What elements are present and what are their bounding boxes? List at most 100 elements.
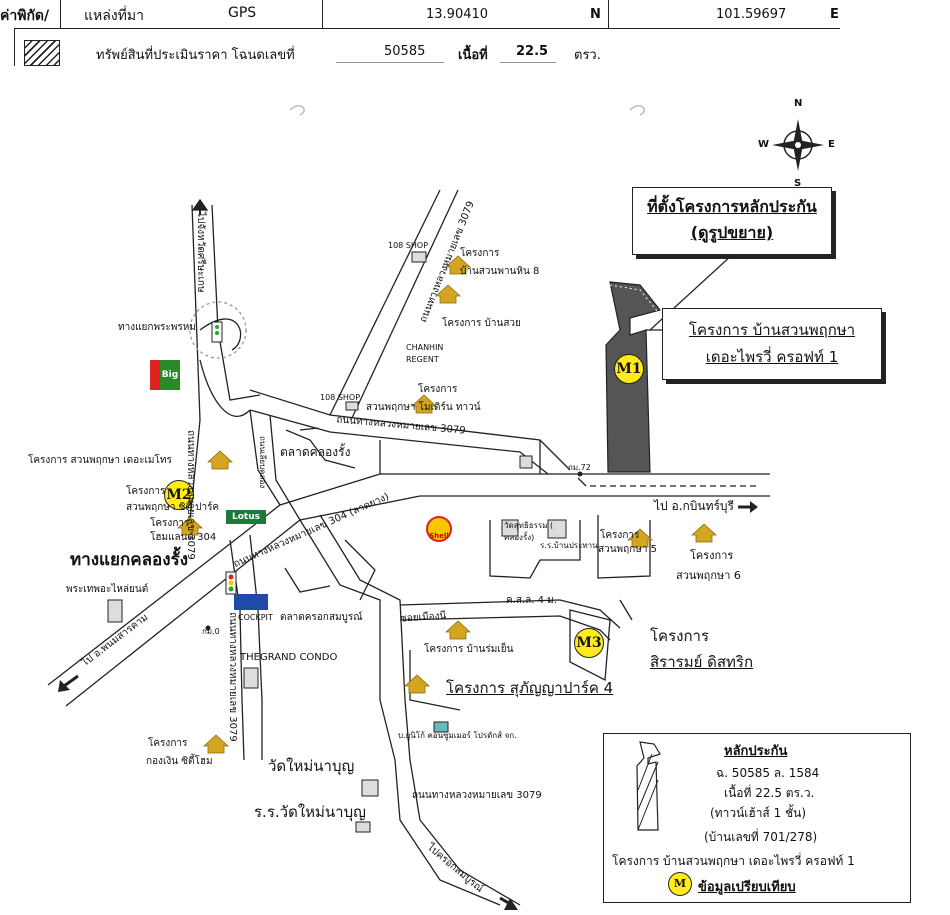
building-icon xyxy=(243,667,259,689)
legend-marker-icon: M xyxy=(668,872,692,896)
label-junction-khlongrang: ทางแยกคลองรั้ง xyxy=(70,550,188,570)
road-local xyxy=(285,429,356,469)
divider xyxy=(14,28,840,29)
divider xyxy=(322,0,323,28)
project-name-line2: เดอะไพรวี่ ครอฟท์ 1 xyxy=(705,348,839,366)
road-local xyxy=(284,567,331,593)
road-local xyxy=(619,599,633,621)
divider xyxy=(60,0,61,28)
label-road-kasamboon: ถนนทางหลวงหมายเลข 3079 xyxy=(227,612,238,742)
marker-m3: M3 xyxy=(574,628,604,658)
sirarom-block xyxy=(569,609,611,682)
field-underline xyxy=(336,62,444,63)
legend-compare: ข้อมูลเปรียบเทียบ xyxy=(698,880,796,895)
divider xyxy=(14,28,15,66)
school-icon xyxy=(355,821,371,833)
label-project: กองเงิน ซิตี้โฮม xyxy=(146,756,213,767)
legend-title: หลักประกัน xyxy=(724,744,788,759)
legend-deed: ฉ. 50585 ล. 1584 xyxy=(716,766,820,780)
road-north-108-east xyxy=(351,189,459,419)
compass-south: S xyxy=(794,178,802,189)
area-label: เนื้อที่ xyxy=(458,48,488,63)
label-school: ร.ร.บ้านประทาน xyxy=(540,541,598,550)
label-to-kabinburi: ไป อ.กบินทร์บุรี xyxy=(654,499,734,513)
km-post-icon xyxy=(577,471,583,477)
label-wat: คลองรั้ง) xyxy=(504,533,535,542)
collateral-shape-icon xyxy=(636,741,661,831)
soi-4m-south xyxy=(399,615,611,641)
label-project: โครงการ xyxy=(460,248,500,259)
label-chanhin: CHANHIN xyxy=(406,343,444,352)
temple-icon xyxy=(361,779,379,797)
project-house-icons xyxy=(176,255,718,754)
label-market-khlongrang: ตลาดคลองรั้ง xyxy=(280,445,351,459)
building-icon xyxy=(107,599,123,623)
label-project-supanya: โครงการ สุภัญญาปาร์ค 4 xyxy=(446,679,614,697)
big-c-logo: Big C xyxy=(150,360,180,410)
cockpit-icon xyxy=(234,594,268,610)
label-project: โครงการ xyxy=(150,518,190,529)
label-junction-phraphrom: ทางแยกพระพรหม xyxy=(118,322,196,333)
label-wat-mainaboon: วัดใหม่นาบุญ xyxy=(268,757,355,775)
divider xyxy=(608,0,609,28)
road-3079-upper-north xyxy=(249,389,571,471)
junction-circle xyxy=(189,301,247,359)
legend-project: โครงการ บ้านสวนพฤกษา เดอะไพรวี่ ครอฟท์ 1 xyxy=(612,854,855,868)
temple-icon xyxy=(501,519,519,537)
label-road-sriracha: ถนนทางหลวงหมายเลข 3079 xyxy=(185,430,196,560)
label-project: โครงการ xyxy=(418,384,458,395)
collateral-hatch-icon xyxy=(24,40,60,66)
km-post-icon xyxy=(205,625,211,631)
label-project: โครงการ xyxy=(600,530,640,541)
label-wat: วัดสุทธิธรรม ( xyxy=(504,521,554,530)
latitude-direction: N xyxy=(590,7,601,22)
road-sriracha-east xyxy=(211,204,261,401)
label-market-kasamboon: ตลาดครอกสมบูรณ์ xyxy=(280,612,363,623)
marker-m1: M1 xyxy=(614,354,644,384)
legend-type: (ทาวน์เฮ้าส์ 1 ชั้น) xyxy=(710,806,807,820)
road-local xyxy=(409,650,461,711)
label-school-mainaboon: ร.ร.วัดใหม่นาบุญ xyxy=(254,803,366,821)
location-callout: ที่ตั้งโครงการหลักประกัน (ดูรูปขยาย) xyxy=(632,187,832,255)
scan-artifact xyxy=(289,105,305,116)
compass-north: N xyxy=(794,98,803,109)
label-project: โฮมแลนด์ 304 xyxy=(150,532,217,543)
area-unit: ตรว. xyxy=(574,48,601,63)
road-kasamboon-east xyxy=(249,534,263,760)
longitude-direction: E xyxy=(830,7,839,22)
compass-icon xyxy=(772,119,824,171)
label-project: โครงการ บ้านสวย xyxy=(442,318,521,329)
label-soi-4m: ค.ส.ล. 4 ม. xyxy=(506,595,557,606)
block-wat xyxy=(489,520,581,579)
label-project: สวนพฤกษา โมเดิร์น ทาวน์ xyxy=(366,402,481,413)
label-project-metro: โครงการ สวนพฤกษา เดอะเมโทร xyxy=(28,455,172,466)
road-market-west xyxy=(249,409,281,506)
road-market-east xyxy=(269,414,301,521)
label-project: สวนพฤกษา ซิตี้ ปาร์ค xyxy=(126,502,220,513)
label-108-shop-north: 108 SHOP xyxy=(388,241,429,250)
label-project: สวนพฤกษา 5 xyxy=(598,544,658,555)
site-hatching xyxy=(609,284,659,321)
label-project: โครงการ xyxy=(148,738,188,749)
compass-west: W xyxy=(758,139,770,150)
shop-icon xyxy=(411,251,427,263)
road-local xyxy=(299,427,319,431)
area-value: 22.5 xyxy=(516,44,549,59)
road-loop xyxy=(199,359,251,417)
shell-logo: Shell xyxy=(426,516,452,542)
label-grand-condo: THEGRAND CONDO xyxy=(240,652,338,663)
label-project-romyen: โครงการ บ้านร่มเย็น xyxy=(424,644,514,655)
deed-number: 50585 xyxy=(384,44,426,59)
road-south-west xyxy=(299,519,501,906)
label-project: โครงการ xyxy=(690,549,734,562)
project-name-line1: โครงการ บ้านสวนพฤกษา xyxy=(688,321,856,339)
school-icon xyxy=(547,519,567,539)
road-local xyxy=(344,539,376,601)
marker-m2: M2 xyxy=(164,480,194,510)
project-callout: โครงการ บ้านสวนพฤกษา เดอะไพรวี่ ครอฟท์ 1 xyxy=(662,308,882,380)
factory-icon xyxy=(433,721,449,733)
legend-area: เนื้อที่ 22.5 ตร.ว. xyxy=(724,786,815,800)
soi-4m-north xyxy=(399,599,621,629)
block-sp5 xyxy=(597,515,651,579)
